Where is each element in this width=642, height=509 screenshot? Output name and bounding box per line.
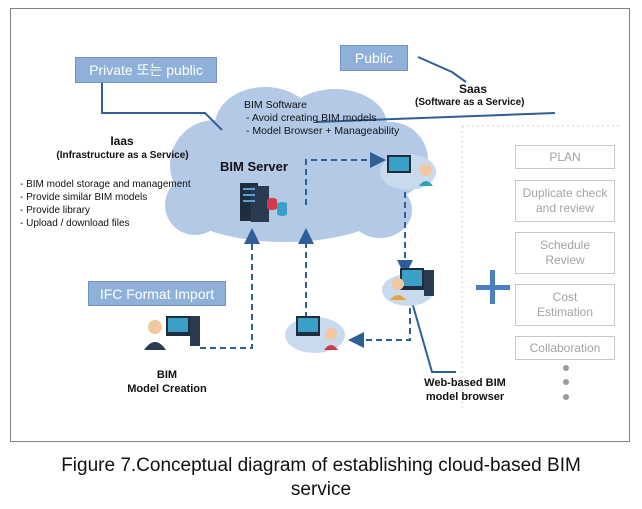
server-icon xyxy=(240,183,287,222)
caption-line: service xyxy=(290,479,352,500)
pc-user-icon-top xyxy=(380,154,436,190)
pc-user-icon-browser xyxy=(382,268,434,306)
web-browser-line: model browser xyxy=(425,391,505,403)
web-browser-line: Web-based BIM xyxy=(424,377,506,389)
service-label: Duplicate check xyxy=(522,186,608,200)
service-label: and review xyxy=(535,201,595,215)
private-connector-line xyxy=(101,82,223,131)
bim-software-title: BIM Software xyxy=(244,99,308,111)
service-label: Estimation xyxy=(536,305,594,319)
bim-model-creation-line: Model Creation xyxy=(127,383,207,395)
iaas-item: - Provide library xyxy=(20,205,91,216)
public-connector-line xyxy=(417,56,467,83)
saas-subtitle: (Software as a Service) xyxy=(415,97,525,108)
private-public-label: Private 또는 public xyxy=(75,57,217,83)
iaas-item: - BIM model storage and management xyxy=(20,179,191,190)
service-duplicate-check: Duplicate check and review xyxy=(515,180,615,222)
more-dots-icon xyxy=(563,365,569,400)
iaas-title: Iaas xyxy=(110,134,134,148)
service-label: PLAN xyxy=(549,150,581,164)
arrow-server-to-pc xyxy=(305,152,386,205)
bim-creator-icon xyxy=(144,316,200,350)
figure-caption: Figure 7.Conceptual diagram of establish… xyxy=(0,454,642,502)
ifc-import-label: IFC Format Import xyxy=(88,281,226,306)
caption-line: Figure 7.Conceptual diagram of establish… xyxy=(61,455,581,476)
service-label: Review xyxy=(545,253,585,267)
service-collaboration: Collaboration xyxy=(515,336,615,360)
iaas-item: - Provide similar BIM models xyxy=(20,192,148,203)
bim-server-label: BIM Server xyxy=(220,159,288,174)
saas-title: Saas xyxy=(459,82,488,96)
service-label: Schedule xyxy=(539,238,591,252)
service-plan: PLAN xyxy=(515,145,615,169)
iaas-list: - BIM model storage and management - Pro… xyxy=(20,178,191,230)
iaas-item: - Upload / download files xyxy=(20,218,130,229)
service-cost-estimation: Cost Estimation xyxy=(515,284,615,326)
web-browser-label: Web-based BIM model browser xyxy=(410,376,520,404)
arrow-browser-to-user xyxy=(348,308,411,348)
web-browser-connector-line xyxy=(411,301,456,373)
bim-model-creation-line: BIM xyxy=(156,369,178,381)
bim-software-block: BIM Software - Avoid creating BIM models… xyxy=(244,99,399,138)
bim-software-item: - Model Browser + Manageability xyxy=(246,125,400,137)
service-label: Cost xyxy=(552,290,578,304)
service-label: Collaboration xyxy=(529,341,601,355)
pc-user-icon-bottom xyxy=(285,316,345,353)
plus-icon xyxy=(476,270,510,304)
iaas-subtitle: (Infrastructure as a Service) xyxy=(56,150,189,161)
public-label: Public xyxy=(340,45,408,71)
bim-model-creation-label: BIM Model Creation xyxy=(112,368,222,396)
arrow-creation-to-server xyxy=(200,228,260,349)
saas-underline xyxy=(315,112,556,123)
service-schedule-review: Schedule Review xyxy=(515,232,615,274)
bim-software-item: - Avoid creating BIM models xyxy=(246,112,377,124)
